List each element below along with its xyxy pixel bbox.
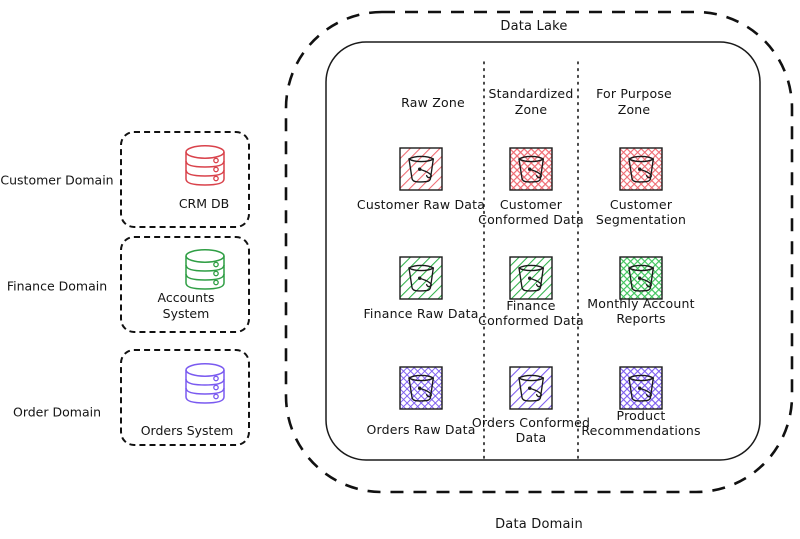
customer-raw-data-bucket-icon bbox=[399, 147, 443, 191]
finance-domain-box[interactable] bbox=[120, 236, 250, 333]
data-lake-title: Data Lake bbox=[500, 19, 568, 34]
asset-label-finance-conformed-data: Finance Conformed Data bbox=[478, 298, 584, 328]
zone-header-for-purpose: For Purpose Zone bbox=[596, 86, 672, 117]
finance-raw-data-bucket-icon bbox=[399, 256, 443, 300]
crm-db-database-icon bbox=[185, 145, 225, 186]
orders-conformed-data-bucket-icon bbox=[509, 366, 553, 410]
finance-domain-label: Finance Domain bbox=[6, 278, 108, 294]
asset-label-customer-conformed-data: Customer Conformed Data bbox=[478, 197, 584, 227]
asset-label-monthly-account-reports: Monthly Account Reports bbox=[587, 296, 695, 326]
asset-label-customer-segmentation: Customer Segmentation bbox=[595, 197, 687, 227]
crm-db-label: CRM DB bbox=[178, 196, 230, 211]
data-domain-footer-label: Data Domain bbox=[495, 517, 583, 532]
finance-conformed-data-bucket-icon bbox=[509, 256, 553, 300]
order-domain-box[interactable] bbox=[120, 349, 250, 446]
customer-domain-box[interactable] bbox=[120, 131, 250, 228]
accounts-system-label: Accounts System bbox=[157, 290, 215, 321]
orders-raw-data-bucket-icon bbox=[399, 366, 443, 410]
asset-label-orders-raw-data: Orders Raw Data bbox=[366, 422, 476, 437]
customer-domain-label: Customer Domain bbox=[0, 172, 114, 188]
orders-system-database-icon bbox=[185, 363, 225, 404]
accounts-system-database-icon bbox=[185, 249, 225, 290]
asset-label-product-recommendations: Product Recommendations bbox=[581, 408, 701, 438]
zone-header-raw: Raw Zone bbox=[401, 95, 465, 110]
data-lake-boundary bbox=[325, 41, 761, 461]
asset-label-customer-raw-data: Customer Raw Data bbox=[356, 197, 486, 212]
data-domain-boundary bbox=[284, 10, 794, 494]
customer-segmentation-bucket-icon bbox=[619, 147, 663, 191]
order-domain-label: Order Domain bbox=[12, 404, 102, 420]
asset-label-finance-raw-data: Finance Raw Data bbox=[363, 306, 479, 321]
product-recommendations-bucket-icon bbox=[619, 366, 663, 410]
orders-system-label: Orders System bbox=[140, 423, 234, 438]
zone-header-standardized: Standardized Zone bbox=[488, 86, 574, 117]
customer-conformed-data-bucket-icon bbox=[509, 147, 553, 191]
monthly-account-reports-bucket-icon bbox=[619, 256, 663, 300]
asset-label-orders-conformed-data: Orders Conformed Data bbox=[471, 415, 591, 445]
